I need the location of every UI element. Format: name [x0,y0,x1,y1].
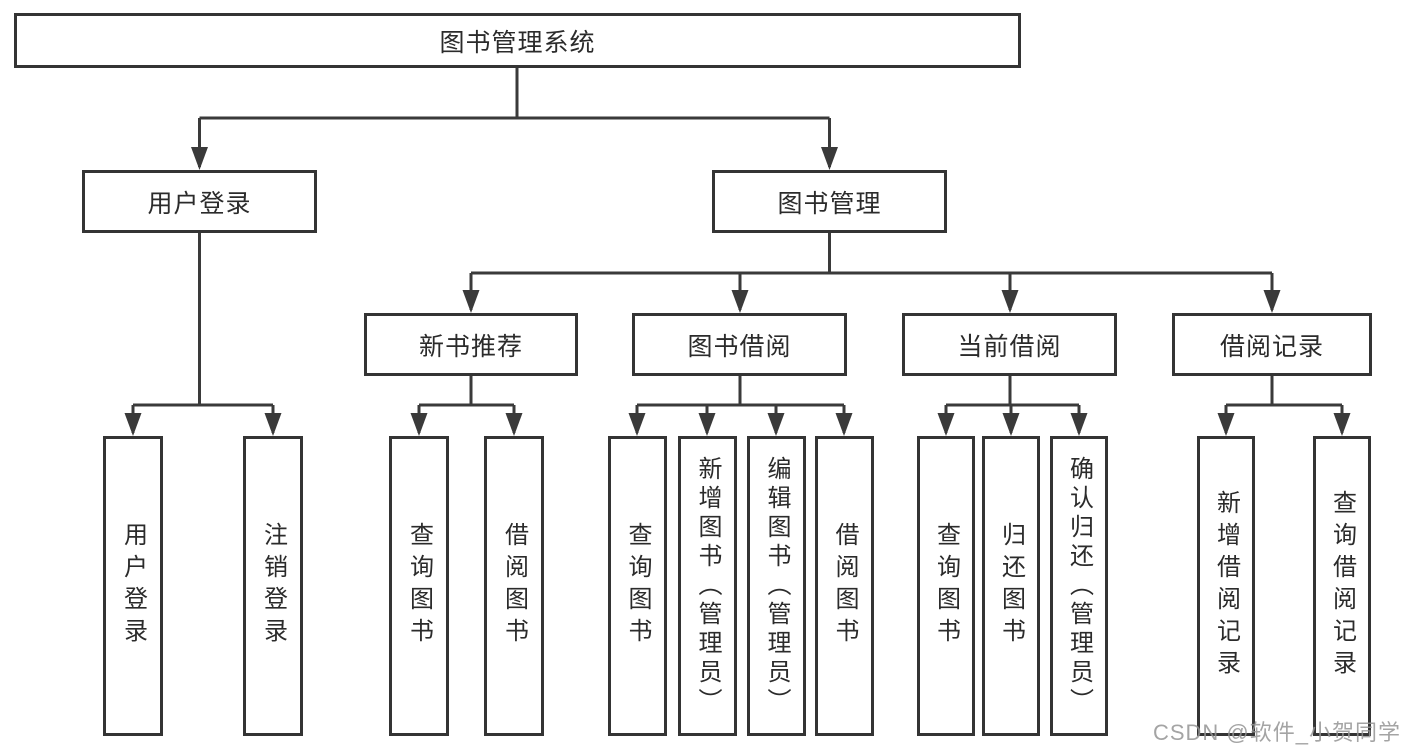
arrowheads [124,147,1351,436]
arrow-down-icon [731,290,749,313]
arrow-down-icon [505,413,523,436]
arrow-down-icon [410,413,428,436]
node-book-management: 图书管理 [712,170,947,233]
arrow-down-icon [937,413,955,436]
node-current-borrow: 当前借阅 [902,313,1117,376]
arrow-down-icon [1217,413,1235,436]
leaf-borrow-books: 借阅图书 [815,436,874,736]
node-book-borrow: 图书借阅 [632,313,847,376]
arrow-down-icon [1070,413,1088,436]
leaf-edit-book-admin: 编辑图书（管理员） [747,436,806,736]
leaf-return-books: 归还图书 [982,436,1040,736]
arrow-down-icon [1333,413,1351,436]
watermark: CSDN @软件_小贺同学 [1152,720,1401,745]
leaf-recommend-borrow-books: 借阅图书 [484,436,544,736]
tree-edges [131,68,1344,433]
arrow-down-icon [821,147,838,170]
leaf-recommend-query-books: 查询图书 [389,436,449,736]
leaf-add-book-admin: 新增图书（管理员） [678,436,737,736]
arrow-down-icon [124,413,142,436]
arrow-down-icon [264,413,282,436]
arrow-down-icon [628,413,646,436]
arrow-down-icon [1001,290,1019,313]
arrow-down-icon [835,413,853,436]
arrow-down-icon [1263,290,1281,313]
arrow-down-icon [462,290,480,313]
leaf-query-borrow-record: 查询借阅记录 [1313,436,1371,736]
leaf-confirm-return-admin: 确认归还（管理员） [1050,436,1108,736]
node-new-book-recommend: 新书推荐 [364,313,578,376]
node-user-login: 用户登录 [82,170,317,233]
arrow-down-icon [1002,413,1020,436]
node-borrow-records: 借阅记录 [1172,313,1372,376]
leaf-add-borrow-record: 新增借阅记录 [1197,436,1255,736]
arrow-down-icon [767,413,785,436]
leaf-logout: 注销登录 [243,436,303,736]
node-root-system: 图书管理系统 [14,13,1021,68]
leaf-borrow-query-books: 查询图书 [608,436,667,736]
leaf-current-query-books: 查询图书 [917,436,975,736]
leaf-user-login: 用户登录 [103,436,163,736]
arrow-down-icon [191,147,208,170]
arrow-down-icon [698,413,716,436]
